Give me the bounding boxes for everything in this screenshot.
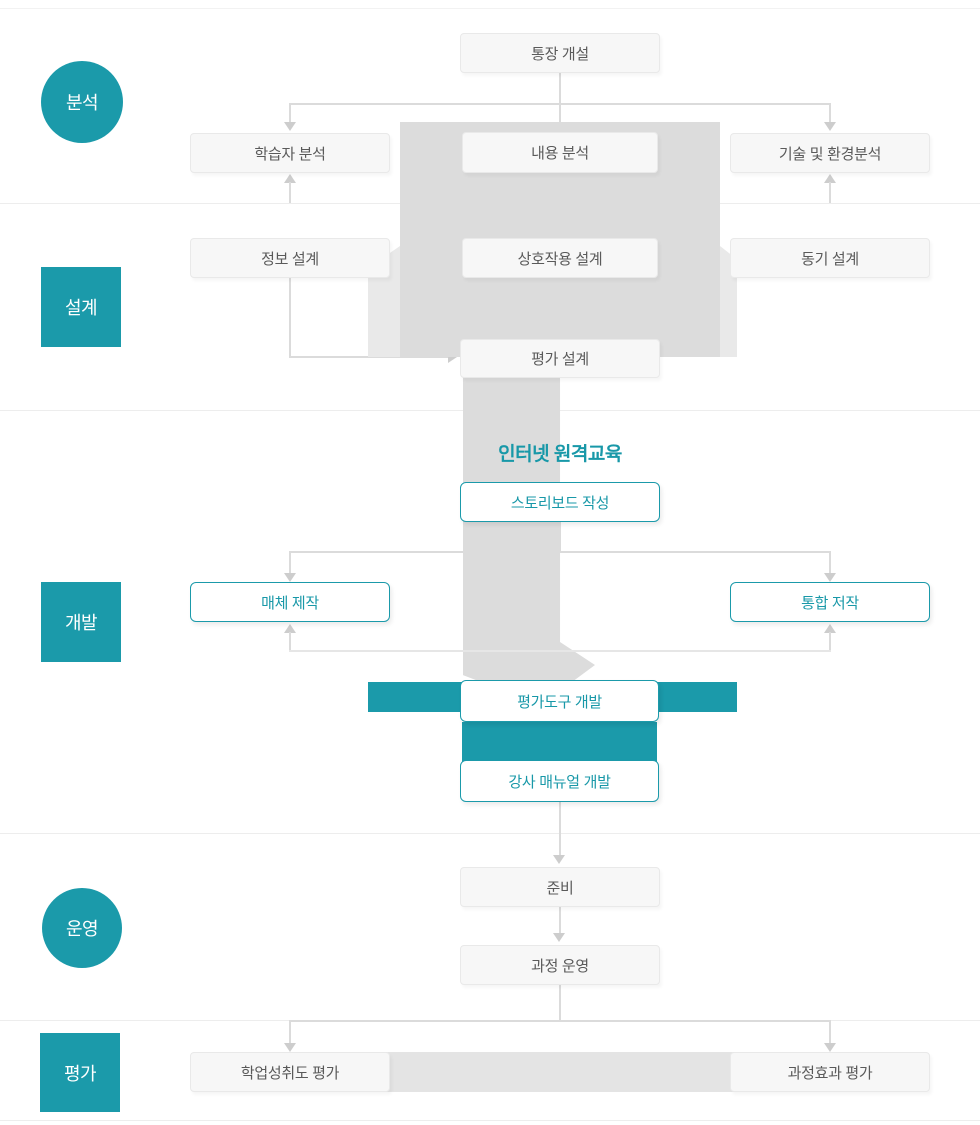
connector-line <box>559 802 561 855</box>
connector-line <box>829 551 831 574</box>
node-evaluation-design: 평가 설계 <box>460 339 660 378</box>
node-learner-analysis: 학습자 분석 <box>190 133 390 173</box>
arrow-down-icon <box>824 122 836 131</box>
node-instructor-manual-dev: 강사 매뉴얼 개발 <box>460 760 659 802</box>
node-evaluation-tool-dev: 평가도구 개발 <box>460 680 659 722</box>
connector-line <box>289 632 291 652</box>
arrow-up-icon <box>284 624 296 633</box>
node-motivation-design: 동기 설계 <box>730 238 930 278</box>
connector-line <box>289 1020 291 1044</box>
connector-line <box>289 182 291 203</box>
connector-line <box>289 356 448 358</box>
stage-badge-analysis: 분석 <box>41 61 123 143</box>
connector-line <box>289 103 291 123</box>
section-divider <box>0 1120 980 1121</box>
stage-label: 분석 <box>65 93 99 113</box>
connector-line <box>289 650 831 652</box>
node-info-design: 정보 설계 <box>190 238 390 278</box>
connector-line <box>289 278 291 357</box>
node-tech-env-analysis: 기술 및 환경분석 <box>730 133 930 173</box>
node-account-opening: 통장 개설 <box>460 33 660 73</box>
connector-line <box>289 551 291 574</box>
evaluation-row-band <box>380 1052 740 1092</box>
stage-badge-design: 설계 <box>41 267 121 347</box>
node-media-production: 매체 제작 <box>190 582 390 622</box>
arrow-down-icon <box>284 573 296 582</box>
section-divider <box>0 833 980 834</box>
stage-label: 운영 <box>65 919 99 939</box>
center-title: 인터넷 원격교육 <box>498 444 622 465</box>
arrow-down-icon <box>284 122 296 131</box>
connector-line <box>559 907 561 934</box>
connector-line <box>829 632 831 652</box>
connector-line <box>559 73 561 103</box>
section-divider <box>0 8 980 9</box>
stage-label: 설계 <box>64 298 98 318</box>
arrow-up-icon <box>284 174 296 183</box>
arrow-right-icon <box>448 351 457 363</box>
connector-line <box>829 103 831 123</box>
node-content-analysis: 내용 분석 <box>462 132 658 173</box>
arrow-down-icon <box>553 855 565 864</box>
node-achievement-evaluation: 학업성취도 평가 <box>190 1052 390 1092</box>
stage-badge-operation: 운영 <box>42 888 122 968</box>
connector-line <box>559 103 561 132</box>
arrow-down-icon <box>824 573 836 582</box>
stage-label: 개발 <box>64 613 98 633</box>
stage-badge-evaluation: 평가 <box>40 1033 120 1112</box>
node-preparation: 준비 <box>460 867 660 907</box>
connector-line <box>289 1020 831 1022</box>
connector-line <box>829 1020 831 1044</box>
node-interaction-design: 상호작용 설계 <box>462 238 658 278</box>
arrow-down-icon <box>824 1043 836 1052</box>
node-storyboard: 스토리보드 작성 <box>460 482 660 522</box>
stage-label: 평가 <box>63 1063 97 1084</box>
arrow-down-icon <box>553 933 565 942</box>
connector-line <box>829 182 831 203</box>
node-course-effect-evaluation: 과정효과 평가 <box>730 1052 930 1092</box>
arrow-up-icon <box>824 624 836 633</box>
teal-connector-block <box>462 722 657 762</box>
stage-badge-development: 개발 <box>41 582 121 662</box>
arrow-down-icon <box>284 1043 296 1052</box>
arrow-up-icon <box>824 174 836 183</box>
node-integrated-authoring: 통합 저작 <box>730 582 930 622</box>
node-course-operation: 과정 운영 <box>460 945 660 985</box>
connector-line <box>559 985 561 1021</box>
